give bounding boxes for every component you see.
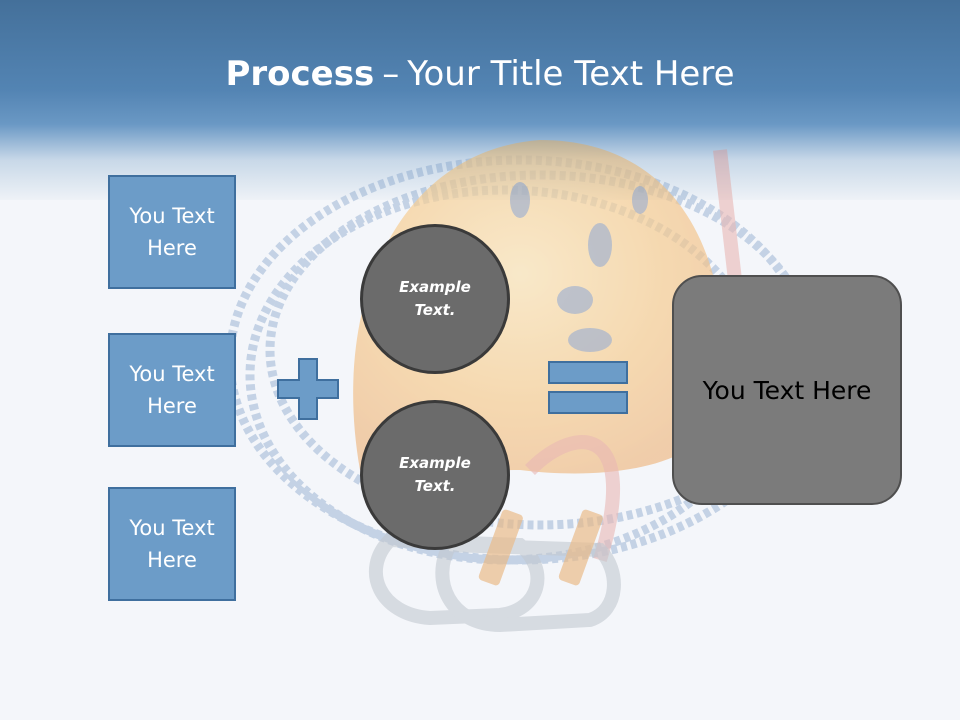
example-circle-2: Example Text. — [360, 400, 510, 550]
text-box-1-label: You Text Here — [129, 204, 215, 260]
result-box-label: You Text Here — [702, 375, 872, 405]
example-circle-1: Example Text. — [360, 224, 510, 374]
text-box-3-label: You Text Here — [129, 516, 215, 572]
title-separator: – — [382, 54, 400, 94]
text-box-3: You Text Here — [108, 487, 236, 601]
title-bold: Process — [225, 54, 375, 94]
text-box-2: You Text Here — [108, 333, 236, 447]
plus-icon — [277, 358, 339, 420]
result-box: You Text Here — [672, 275, 902, 505]
title-rest: Your Title Text Here — [407, 54, 735, 94]
equals-icon — [548, 361, 628, 414]
example-circle-1-label: Example Text. — [399, 278, 471, 319]
slide-title: Process–Your Title Text Here — [0, 54, 960, 94]
text-box-2-label: You Text Here — [129, 362, 215, 418]
text-box-1: You Text Here — [108, 175, 236, 289]
example-circle-2-label: Example Text. — [399, 454, 471, 495]
